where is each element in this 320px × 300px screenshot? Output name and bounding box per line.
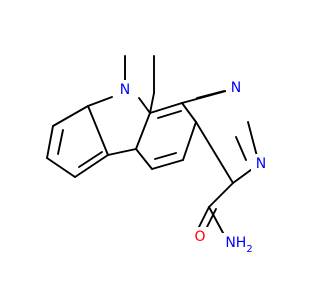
n3-label-bg <box>251 154 271 174</box>
o-label-bg <box>190 227 210 247</box>
bond-carbonyl-stem <box>208 182 234 208</box>
bond-benzo-double-1 <box>57 129 64 155</box>
n1-atom-label: N <box>231 80 241 96</box>
amide-subscript-text: 2 <box>246 244 252 255</box>
atom-label-group: N N N O NH2 <box>115 78 271 257</box>
bond-benzo-3 <box>46 125 54 159</box>
bond-pyrrole-2 <box>135 112 151 150</box>
bond-benzo-4 <box>46 157 76 178</box>
bond-benzo-6 <box>87 105 109 156</box>
bond-central-double-2 <box>154 152 177 160</box>
bond-carbonyl-1 <box>198 206 210 228</box>
n1-label-bg <box>226 78 246 98</box>
oxygen-atom-label: O <box>194 229 205 245</box>
bond-pyrimidine-double-2 <box>235 136 247 161</box>
amide-label-bg <box>221 233 262 257</box>
molecule-structure: N N N O NH2 <box>46 55 271 257</box>
amide-nh-text: NH <box>225 235 246 251</box>
bond-pyrimidine-4 <box>195 121 234 184</box>
bond-benzo-double-2 <box>78 151 103 168</box>
bond-benzo-5 <box>74 154 109 178</box>
n9-atom-label: N <box>120 82 130 98</box>
bond-pyrrole-3 <box>138 97 151 114</box>
bond-pyrrole-1 <box>107 148 137 156</box>
bond-central-4 <box>151 159 184 170</box>
bond-benzo-1 <box>87 96 113 107</box>
bond-central-double-1 <box>157 110 182 119</box>
n3-atom-label: N <box>256 156 266 172</box>
bond-central-2 <box>181 102 197 123</box>
bond-central-5 <box>135 148 153 170</box>
n9-label-bg <box>115 80 135 100</box>
amide-nitrogen-label: NH2 <box>225 235 252 255</box>
bond-central-3 <box>182 121 197 161</box>
bond-c9a-c10 <box>149 92 155 114</box>
bond-pyrimidine-double-1 <box>196 90 225 99</box>
bond-central-1 <box>149 102 183 114</box>
bond-benzo-2 <box>52 105 89 127</box>
molecule-canvas: N N N O NH2 <box>46 55 271 257</box>
